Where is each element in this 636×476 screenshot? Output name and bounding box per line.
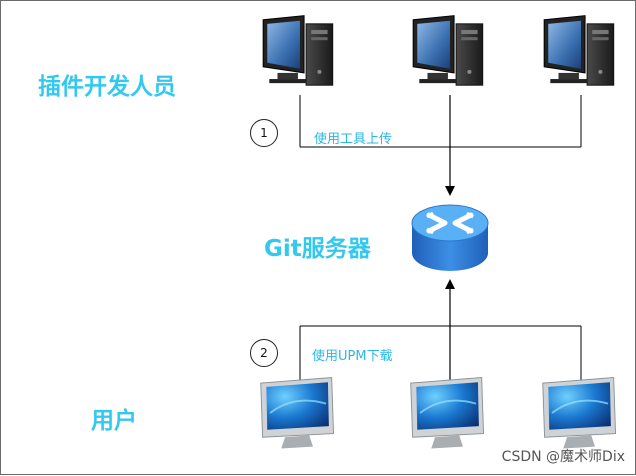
step-2-badge: 2 (250, 339, 278, 367)
user-computer-2-icon (409, 376, 485, 450)
user-computer-3-icon (541, 376, 617, 450)
router-icon (411, 204, 489, 271)
step-2-label: 使用UPM下载 (312, 349, 393, 364)
user-computer-1-icon (259, 376, 335, 450)
server-label: Git服务器 (264, 236, 371, 262)
watermark: CSDN @魔术师Dix (501, 449, 625, 465)
step-1-badge: 1 (250, 119, 278, 147)
developers-label: 插件开发人员 (38, 74, 176, 100)
step-1-label: 使用工具上传 (314, 132, 393, 147)
users-label: 用户 (91, 408, 137, 434)
